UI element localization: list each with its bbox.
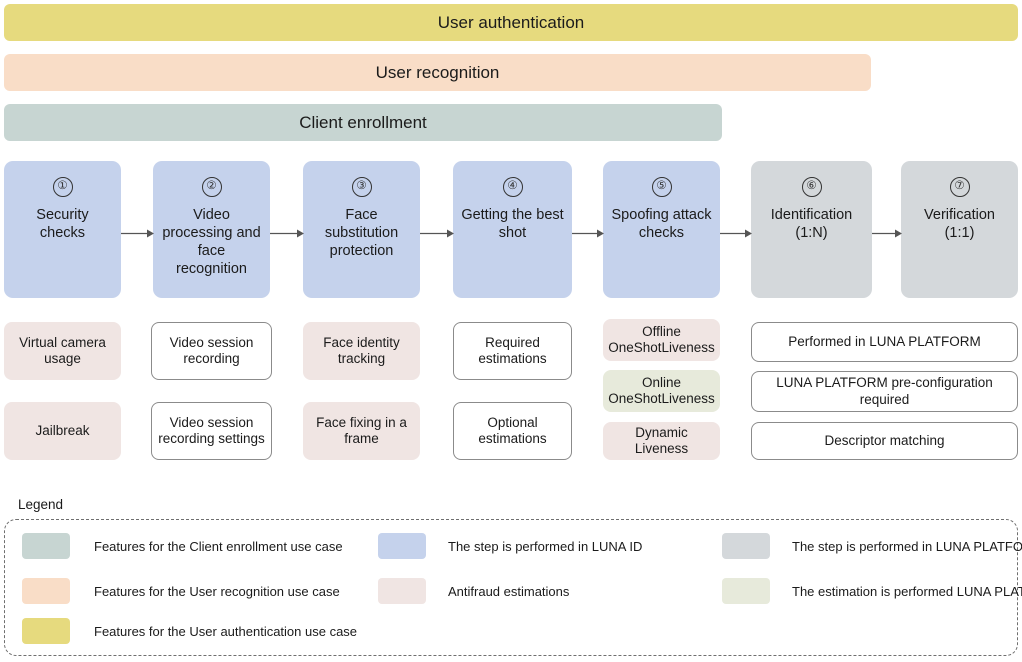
sub-item-label: Jailbreak xyxy=(35,422,90,438)
sub-item-face-identity-tracking: Face identity tracking xyxy=(303,322,420,380)
sub-item-label: Descriptor matching xyxy=(824,432,945,448)
sub-item-luna-platform-preconfiguration-required: LUNA PLATFORM pre-configuration required xyxy=(751,371,1018,412)
sub-item-label: Video session recording settings xyxy=(158,414,265,447)
step-number-icon: ⑥ xyxy=(801,177,822,197)
legend-item-luna-platform-step: The step is performed in LUNA PLATFORM xyxy=(722,533,1022,559)
sub-item-virtual-camera-usage: Virtual camera usage xyxy=(4,322,121,380)
sub-item-label: LUNA PLATFORM pre-configuration required xyxy=(776,375,993,407)
usecase-bar-label: User recognition xyxy=(375,62,500,82)
flow-arrow-icon xyxy=(572,228,604,239)
legend-item-label: The estimation is performed LUNA PLATFOR… xyxy=(792,583,1022,599)
legend-swatch-icon xyxy=(722,533,770,559)
usecase-bar-label: User authentication xyxy=(437,12,585,32)
step-box-security-checks: ① Security checks xyxy=(4,161,121,298)
legend-item-label: Features for the User recognition use ca… xyxy=(94,583,340,599)
sub-item-label: Required estimations xyxy=(478,334,547,367)
step-box-identification: ⑥ Identification (1:N) xyxy=(751,161,872,298)
step-box-face-substitution-protection: ③ Face substitution protection xyxy=(303,161,420,298)
sub-item-video-session-recording-settings: Video session recording settings xyxy=(151,402,272,460)
legend-item-label: Antifraud estimations xyxy=(448,583,570,599)
sub-item-required-estimations: Required estimations xyxy=(453,322,572,380)
step-box-spoofing-attack-checks: ⑤ Spoofing attack checks xyxy=(603,161,720,298)
step-number-icon: ① xyxy=(52,177,73,197)
legend-item-luna-platform-estimation: The estimation is performed LUNA PLATFOR… xyxy=(722,578,1022,604)
sub-item-label: Optional estimations xyxy=(478,414,547,447)
legend-item-label: The step is performed in LUNA ID xyxy=(448,538,643,554)
step-number-icon: ⑤ xyxy=(651,177,672,197)
sub-item-dynamic-liveness: Dynamic Liveness xyxy=(603,422,720,460)
legend-swatch-icon xyxy=(378,578,426,604)
sub-item-descriptor-matching: Descriptor matching xyxy=(751,422,1018,460)
flow-arrow-icon xyxy=(872,228,902,239)
sub-item-label: Performed in LUNA PLATFORM xyxy=(788,333,981,349)
step-label: Video processing and face recognition xyxy=(162,207,261,277)
sub-item-online-oneshotliveness: Online OneShotLiveness xyxy=(603,370,720,412)
legend-item-client-enrollment: Features for the Client enrollment use c… xyxy=(22,533,343,559)
step-label: Verification (1:1) xyxy=(924,207,995,241)
step-label: Identification (1:N) xyxy=(770,207,853,241)
flow-arrow-icon xyxy=(121,228,154,239)
sub-item-offline-oneshotliveness: Offline OneShotLiveness xyxy=(603,319,720,361)
sub-item-jailbreak: Jailbreak xyxy=(4,402,121,460)
sub-item-video-session-recording: Video session recording xyxy=(151,322,272,380)
legend-swatch-icon xyxy=(22,578,70,604)
step-box-video-processing: ② Video processing and face recognition xyxy=(153,161,270,298)
legend-swatch-icon xyxy=(22,618,70,644)
legend-item-label: Features for the Client enrollment use c… xyxy=(94,538,343,554)
legend-item-label: Features for the User authentication use… xyxy=(94,623,358,639)
legend-item-user-authentication: Features for the User authentication use… xyxy=(22,618,357,644)
sub-item-face-fixing-in-a-frame: Face fixing in a frame xyxy=(303,402,420,460)
sub-item-label: Dynamic Liveness xyxy=(634,424,689,457)
sub-item-label: Face fixing in a frame xyxy=(316,414,407,447)
flow-arrow-icon xyxy=(720,228,752,239)
step-number-icon: ④ xyxy=(502,177,523,197)
legend-container xyxy=(4,519,1018,656)
legend-item-luna-id-step: The step is performed in LUNA ID xyxy=(378,533,642,559)
usecase-bar-user-recognition: User recognition xyxy=(4,54,871,91)
legend-swatch-icon xyxy=(378,533,426,559)
sub-item-label: Virtual camera usage xyxy=(19,334,106,367)
legend-swatch-icon xyxy=(22,533,70,559)
legend-title: Legend xyxy=(18,497,64,512)
step-box-verification: ⑦ Verification (1:1) xyxy=(901,161,1018,298)
sub-item-label: Offline OneShotLiveness xyxy=(608,323,715,356)
step-label: Spoofing attack checks xyxy=(611,207,712,241)
step-number-icon: ③ xyxy=(351,177,372,197)
sub-item-label: Video session recording xyxy=(169,334,254,367)
step-label: Getting the best shot xyxy=(461,207,564,241)
usecase-bar-client-enrollment: Client enrollment xyxy=(4,104,722,141)
step-number-icon: ② xyxy=(201,177,222,197)
flow-arrow-icon xyxy=(270,228,304,239)
step-number-icon: ⑦ xyxy=(949,177,970,197)
flow-arrow-icon xyxy=(420,228,454,239)
step-label: Security checks xyxy=(36,207,89,241)
step-box-getting-the-best-shot: ④ Getting the best shot xyxy=(453,161,572,298)
usecase-bar-label: Client enrollment xyxy=(299,112,427,132)
usecase-bar-user-authentication: User authentication xyxy=(4,4,1018,41)
legend-item-antifraud-estimations: Antifraud estimations xyxy=(378,578,569,604)
step-label: Face substitution protection xyxy=(324,207,399,259)
sub-item-optional-estimations: Optional estimations xyxy=(453,402,572,460)
legend-item-label: The step is performed in LUNA PLATFORM xyxy=(792,538,1022,554)
legend-swatch-icon xyxy=(722,578,770,604)
sub-item-performed-in-luna-platform: Performed in LUNA PLATFORM xyxy=(751,322,1018,362)
sub-item-label: Online OneShotLiveness xyxy=(608,374,715,407)
sub-item-label: Face identity tracking xyxy=(323,334,400,367)
legend-item-user-recognition: Features for the User recognition use ca… xyxy=(22,578,340,604)
